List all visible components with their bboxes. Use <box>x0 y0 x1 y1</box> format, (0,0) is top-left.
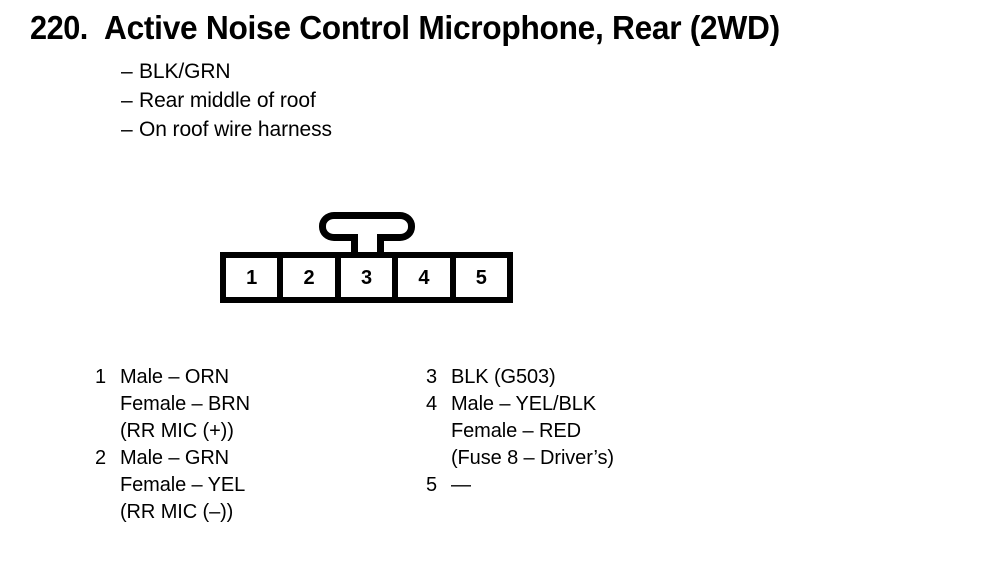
pin-list-right: 3 BLK (G503) 4 Male – YEL/BLK Female – RED (F… <box>426 366 746 501</box>
connector-pin-number: 4 <box>418 266 430 289</box>
pin-description-line: (RR MIC (+)) <box>95 420 395 447</box>
connector-pin-number: 1 <box>246 266 258 289</box>
pin-description-text: — <box>451 474 471 496</box>
pin-description-line: Female – RED <box>426 420 746 447</box>
description-item: –On roof wire harness <box>121 118 621 147</box>
bullet-dash-icon: – <box>121 60 133 83</box>
pin-description-text: Male – YEL/BLK <box>451 393 596 415</box>
pin-description-line: 3 BLK (G503) <box>426 366 746 393</box>
pin-number: 2 <box>95 447 107 469</box>
pin-description-line: Female – YEL <box>95 474 395 501</box>
pin-description-text: (RR MIC (–)) <box>120 501 234 523</box>
description-item-label: On roof wire harness <box>139 118 332 141</box>
pin-description-text: Female – RED <box>451 420 581 442</box>
pin-description-text: Male – GRN <box>120 447 230 469</box>
connector-pin-cell: 4 <box>398 258 450 297</box>
bullet-dash-icon: – <box>121 89 133 112</box>
description-item-label: Rear middle of roof <box>139 89 316 112</box>
pin-description-line: (RR MIC (–)) <box>95 501 395 528</box>
pin-description-text: (Fuse 8 – Driver’s) <box>451 447 614 469</box>
pin-number: 4 <box>426 393 438 415</box>
pin-description-line: (Fuse 8 – Driver’s) <box>426 447 746 474</box>
pin-number: 1 <box>95 366 107 388</box>
page-title-text: Active Noise Control Microphone, Rear (2… <box>104 9 781 46</box>
connector-pin-cell: 5 <box>455 258 508 297</box>
description-list: –BLK/GRN–Rear middle of roof–On roof wir… <box>121 60 621 147</box>
page-title: 220. Active Noise Control Microphone, Re… <box>30 9 980 49</box>
description-item: –Rear middle of roof <box>121 89 621 118</box>
pin-description-line: 1 Male – ORN <box>95 366 395 393</box>
bullet-dash-icon: – <box>121 118 133 141</box>
connector-latch-neck <box>351 234 384 256</box>
pin-description-line: 2 Male – GRN <box>95 447 395 474</box>
description-item-label: BLK/GRN <box>139 60 231 83</box>
connector-pin-number: 3 <box>360 266 373 289</box>
connector-pin-number: 5 <box>475 266 487 289</box>
page-title-number: 220. <box>30 9 88 46</box>
pin-description-line: 5— <box>426 474 746 501</box>
pin-list-left: 1 Male – ORN Female – BRN (RR MIC (+)) 2 Male… <box>95 366 395 528</box>
pin-description-text: Male – ORN <box>120 366 230 388</box>
pin-description-text: Female – YEL <box>120 474 246 496</box>
pin-number: 5 <box>426 474 438 496</box>
description-item: –BLK/GRN <box>121 60 621 89</box>
connector-pin-cell: 1 <box>226 258 278 297</box>
pin-number: 3 <box>426 366 438 388</box>
connector-pin-number: 2 <box>303 266 315 289</box>
pin-description-line: 4 Male – YEL/BLK <box>426 393 746 420</box>
connector-pin-row: 1 2 3 4 5 <box>220 252 513 303</box>
pin-description-line: Female – BRN <box>95 393 395 420</box>
connector-pin-cell: 2 <box>283 258 335 297</box>
pin-description-text: Female – BRN <box>120 393 250 415</box>
pin-description-text: (RR MIC (+)) <box>120 420 234 442</box>
pin-description-text: BLK (G503) <box>451 366 556 388</box>
connector-diagram: 1 2 3 4 5 <box>220 212 515 304</box>
connector-pin-cell: 3 <box>340 258 393 297</box>
